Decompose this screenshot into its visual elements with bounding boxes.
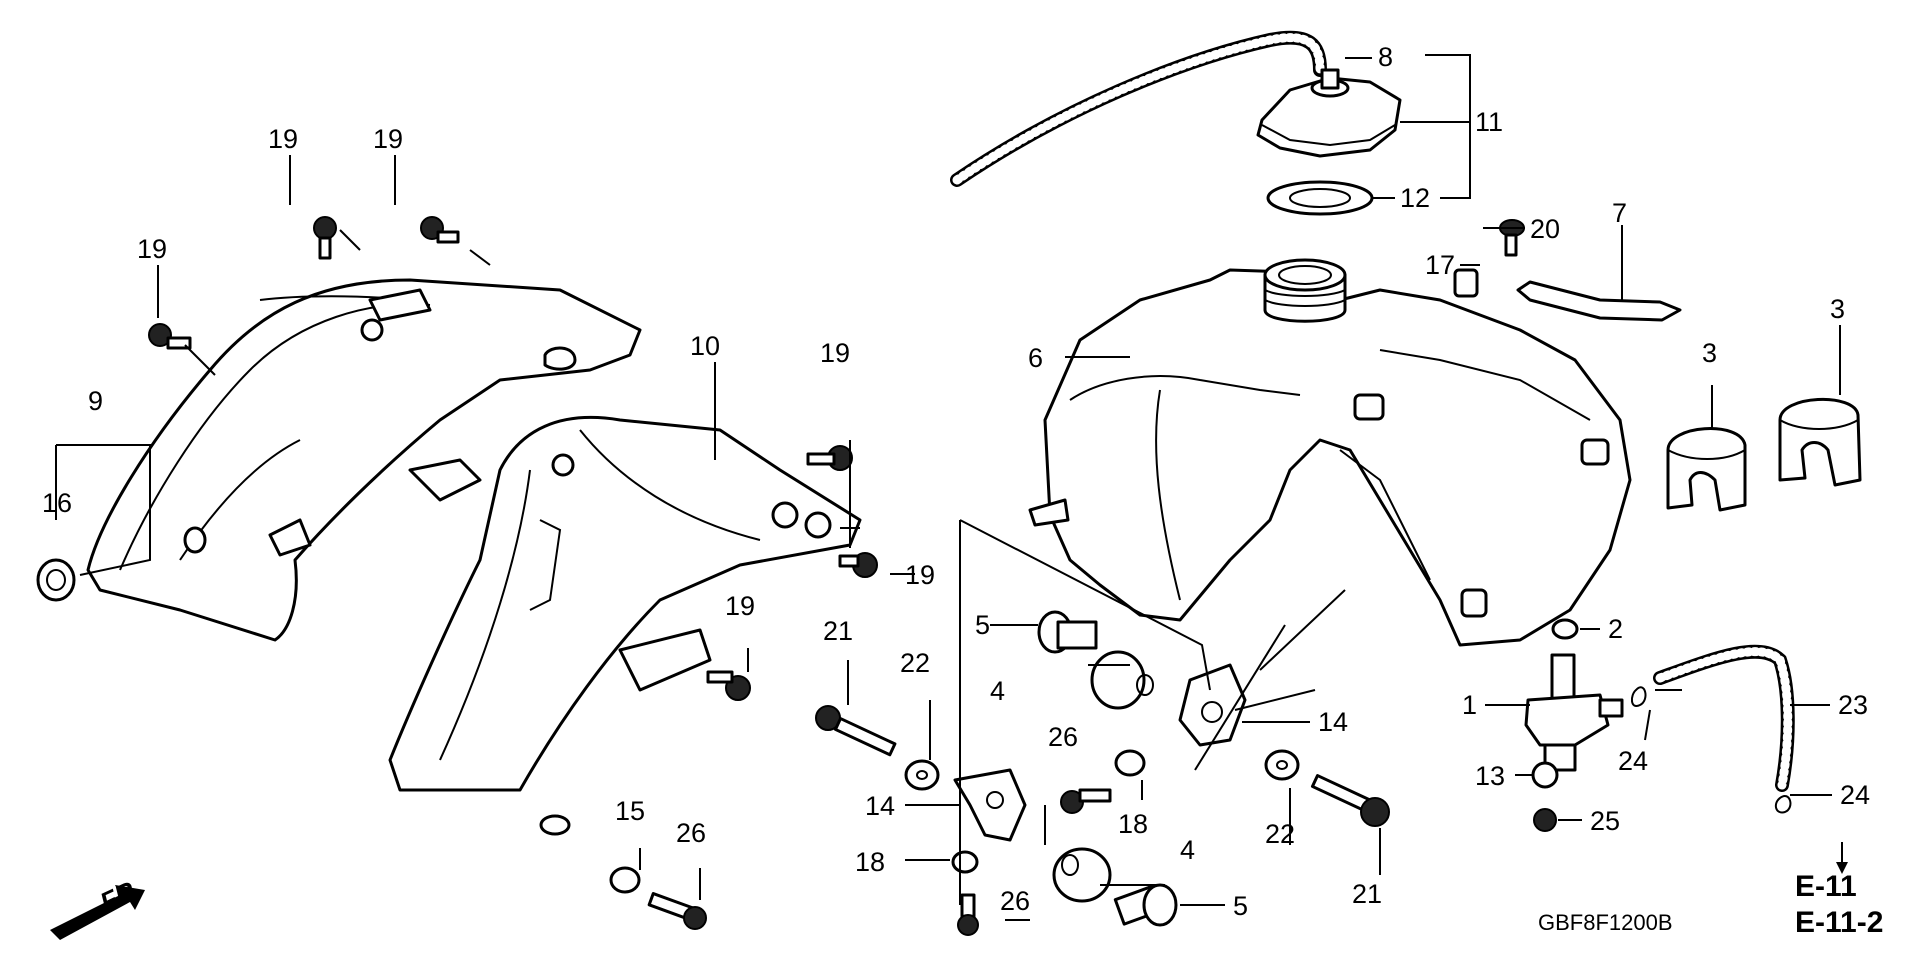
right-shroud — [388, 415, 862, 836]
part-labels: 8 11 12 20 17 7 3 3 6 2 1 23 24 24 13 25… — [42, 42, 1870, 921]
washer-2 — [1551, 618, 1579, 640]
label-3b: 3 — [1830, 294, 1845, 324]
filler-neck — [1263, 258, 1347, 323]
label-4a: 4 — [990, 676, 1005, 706]
label-2: 2 — [1608, 614, 1623, 644]
label-19e: 19 — [905, 560, 935, 590]
collar-15 — [609, 866, 641, 894]
label-14b: 14 — [865, 791, 895, 821]
collar-5-b — [1113, 883, 1178, 927]
collar-5-a — [1037, 610, 1098, 654]
bolt-19-c — [148, 323, 192, 350]
label-15: 15 — [615, 796, 645, 826]
fuel-valve — [1524, 653, 1624, 772]
label-13: 13 — [1475, 761, 1505, 791]
fuel-tank — [1028, 268, 1632, 647]
bolt-19-e — [838, 552, 878, 578]
label-3a: 3 — [1702, 338, 1717, 368]
label-1: 1 — [1462, 690, 1477, 720]
vent-hose — [950, 30, 1327, 187]
bolt-25 — [1533, 808, 1557, 832]
label-19f: 19 — [725, 591, 755, 621]
bolt-21-a — [815, 705, 897, 757]
bolt-26-a — [647, 892, 707, 930]
label-14a: 14 — [1318, 707, 1348, 737]
bolt-19-b — [420, 216, 460, 244]
diagram-code: GBF8F1200B — [1538, 910, 1673, 935]
fasteners — [36, 216, 1792, 936]
label-4b: 4 — [1180, 835, 1195, 865]
label-26b: 26 — [1000, 886, 1030, 916]
bolt-19-a — [313, 216, 337, 260]
bolt-26-b — [1060, 788, 1112, 814]
label-9: 9 — [88, 386, 103, 416]
bolt-19-d — [806, 445, 853, 471]
label-6: 6 — [1028, 343, 1043, 373]
fuel-cap — [1256, 68, 1402, 158]
clip-24-a — [1630, 686, 1647, 707]
bolt-19-f — [706, 670, 751, 701]
cap-17 — [1453, 268, 1479, 298]
leader-lines — [55, 54, 1843, 921]
nut-18-b — [951, 850, 979, 874]
label-11: 11 — [1475, 107, 1503, 137]
rubber-4-b — [1052, 847, 1112, 903]
label-16: 16 — [42, 488, 72, 518]
label-7: 7 — [1612, 198, 1627, 228]
label-19a: 19 — [268, 124, 298, 154]
tank-band — [1516, 280, 1682, 322]
washer-22-a — [904, 759, 940, 791]
bolt-26-c — [957, 893, 979, 936]
washer-22-b — [1264, 749, 1300, 781]
reference-e11-2[interactable]: E-11-2 — [1795, 906, 1883, 939]
label-20: 20 — [1530, 214, 1560, 244]
label-21a: 21 — [823, 616, 853, 646]
grommet-16 — [36, 558, 76, 602]
label-19b: 19 — [373, 124, 403, 154]
label-19d: 19 — [820, 338, 850, 368]
label-26a: 26 — [1048, 722, 1078, 752]
nut-18-a — [1114, 749, 1146, 777]
label-10: 10 — [690, 331, 720, 361]
label-25: 25 — [1590, 806, 1620, 836]
label-8: 8 — [1378, 42, 1393, 72]
nut-13 — [1531, 761, 1559, 789]
label-23: 23 — [1838, 690, 1868, 720]
label-18b: 18 — [855, 847, 885, 877]
label-12: 12 — [1400, 183, 1430, 213]
front-direction-arrow: FR. — [50, 872, 146, 940]
label-5b: 5 — [1233, 891, 1248, 921]
bracket-14-b — [953, 768, 1027, 842]
label-21b: 21 — [1352, 879, 1382, 909]
reference-e11[interactable]: E-11 — [1795, 870, 1857, 903]
mounting-rubber-b — [1778, 398, 1862, 487]
mounting-rubber-a — [1666, 427, 1747, 512]
bolt-21-b — [1310, 774, 1390, 827]
label-24a: 24 — [1618, 746, 1648, 776]
screw-20 — [1499, 219, 1525, 257]
clip-24-b — [1774, 795, 1792, 814]
label-26c: 26 — [676, 818, 706, 848]
label-22b: 22 — [1265, 819, 1295, 849]
cap-seal — [1266, 180, 1374, 216]
left-shroud — [86, 278, 642, 642]
fuel-hose — [1653, 644, 1795, 792]
label-17: 17 — [1425, 250, 1455, 280]
bracket-14-a — [1178, 663, 1247, 747]
label-22a: 22 — [900, 648, 930, 678]
rubber-4-a — [1090, 650, 1154, 710]
label-18a: 18 — [1118, 809, 1148, 839]
label-24b: 24 — [1840, 780, 1870, 810]
label-5a: 5 — [975, 610, 990, 640]
label-19c: 19 — [137, 234, 167, 264]
